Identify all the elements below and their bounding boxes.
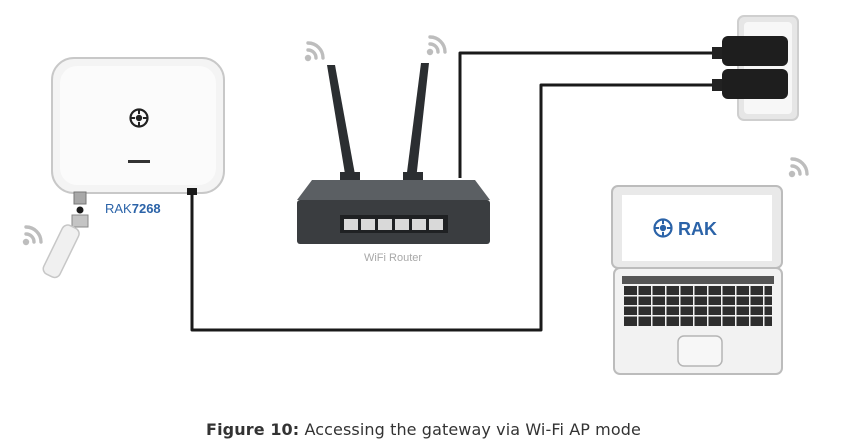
router-power-cable [458,51,712,178]
caption-text: Accessing the gateway via Wi-Fi AP mode [299,420,641,439]
router-label: WiFi Router [364,252,422,264]
laptop: RAK [611,185,783,375]
laptop-brand: RAK [678,219,717,239]
antenna-icon [42,191,89,279]
cables [190,51,712,332]
figure-caption: Figure 10: Accessing the gateway via Wi-… [0,420,847,439]
wifi-router: WiFi Router [297,63,490,264]
gateway-cable [190,83,712,332]
power-adapter-icon [712,36,788,66]
gateway-model-label: RAK7268 [105,201,161,216]
laptop-touchpad [677,335,723,367]
wifi-icon [303,41,325,63]
laptop-keyboard [622,276,774,326]
power-adapter-icon [712,69,788,99]
caption-label: Figure 10: [206,420,300,439]
router-ports [340,215,448,233]
wifi-icon [21,225,43,247]
wall-socket [712,15,799,121]
wifi-icon [787,157,809,179]
gateway-device: RAK7268 [42,57,225,279]
rak-logo-icon [129,108,149,128]
rak-logo-icon [653,218,673,238]
antenna-icon [327,63,429,182]
network-diagram: RAK7268 WiFi Router [21,15,809,375]
wifi-icon [425,35,447,57]
